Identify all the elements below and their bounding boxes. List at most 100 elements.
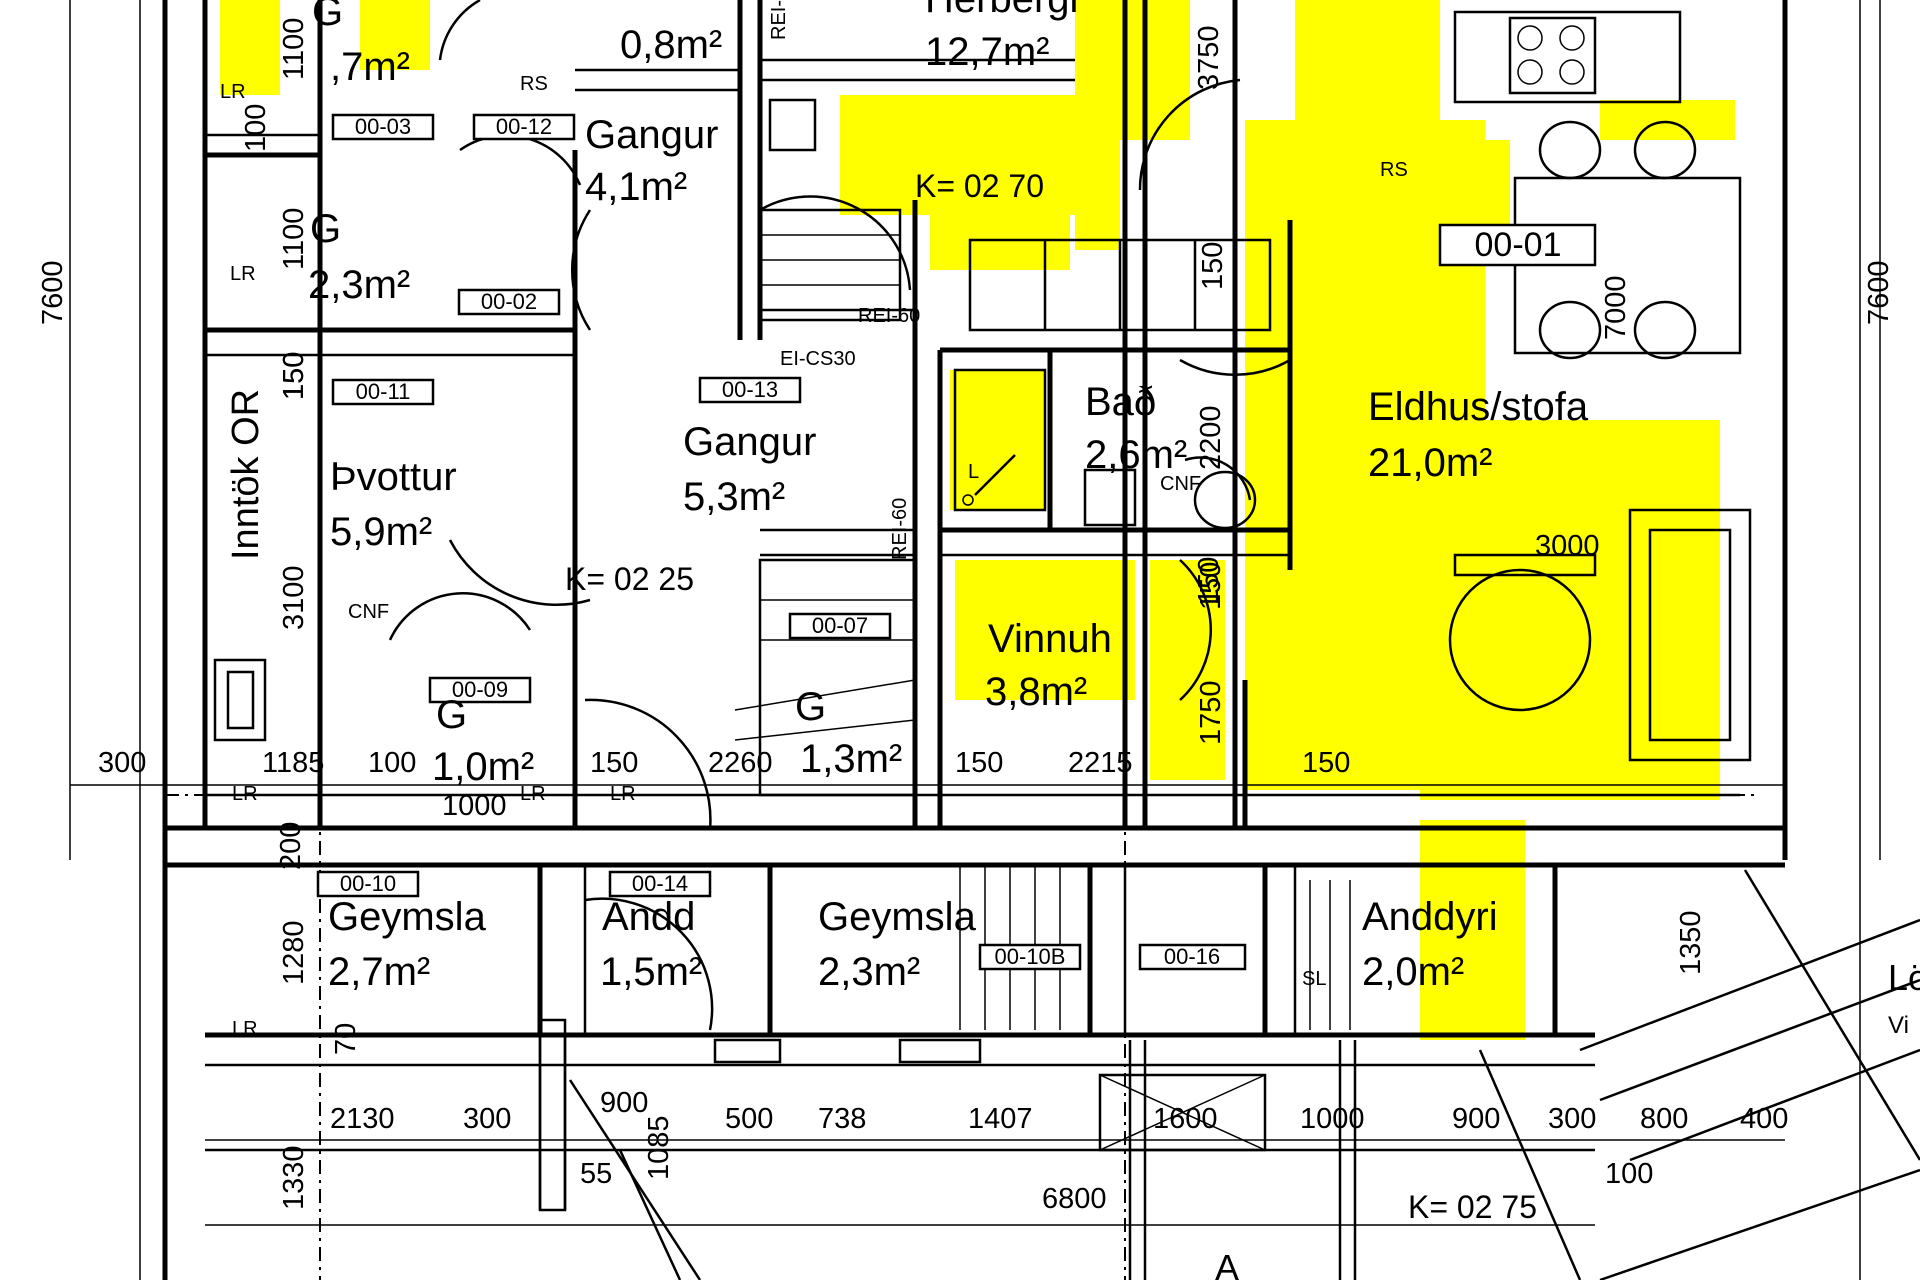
room-area: 3,8m²: [985, 670, 1087, 714]
svg-text:2200: 2200: [1195, 405, 1227, 470]
svg-text:7600: 7600: [1863, 260, 1895, 325]
room-tag: 00-10: [316, 870, 420, 898]
room-name: Andd: [602, 895, 695, 939]
svg-text:1000: 1000: [442, 790, 507, 822]
room-name: Eldhus/stofa: [1368, 385, 1589, 429]
svg-text:150: 150: [955, 747, 1003, 779]
room-name: Anddyri: [1362, 895, 1498, 939]
svg-text:1100: 1100: [278, 208, 310, 270]
room-tag: 00-16: [1138, 943, 1247, 971]
vertical-room-label: Inntök OR: [225, 389, 267, 560]
svg-text:7000: 7000: [1600, 275, 1632, 340]
svg-text:2215: 2215: [1068, 747, 1133, 779]
elevation-label: K= 02 25: [565, 561, 694, 597]
room-area: 12,7m²: [925, 30, 1050, 74]
room-tag: 00-02: [457, 288, 561, 316]
svg-text:150: 150: [1193, 557, 1225, 605]
room-area: ,7m²: [330, 45, 410, 89]
room-area: 1,5m²: [600, 950, 702, 994]
svg-text:1750: 1750: [1195, 680, 1227, 745]
svg-text:1350: 1350: [1675, 910, 1707, 975]
svg-text:00-07: 00-07: [812, 613, 868, 638]
room-name: Vinnuh: [988, 617, 1112, 661]
svg-text:00-01: 00-01: [1475, 226, 1562, 264]
room-tags: 00-03 00-12 00-02 00-01 00-11 00-13 00-0…: [316, 113, 1597, 971]
room-area: 1,0m²: [432, 745, 534, 789]
svg-text:1600: 1600: [1153, 1103, 1218, 1135]
svg-text:900: 900: [600, 1087, 648, 1119]
svg-text:EI-CS30: EI-CS30: [780, 348, 856, 370]
svg-text:L: L: [968, 461, 979, 483]
svg-text:800: 800: [1640, 1103, 1688, 1135]
svg-text:00-09: 00-09: [452, 677, 508, 702]
room-area: 5,9m²: [330, 510, 432, 554]
room-area: 21,0m²: [1368, 441, 1493, 485]
svg-text:3100: 3100: [278, 565, 310, 630]
room-name: G: [312, 0, 343, 34]
svg-text:150: 150: [1302, 747, 1350, 779]
svg-text:150: 150: [590, 747, 638, 779]
grid-lines: [165, 0, 1760, 1280]
room-name: Geymsla: [328, 895, 487, 939]
svg-text:RS: RS: [520, 73, 548, 95]
svg-text:150: 150: [278, 352, 310, 400]
svg-text:CNF: CNF: [1160, 473, 1201, 495]
svg-text:100: 100: [368, 747, 416, 779]
room-area: 2,3m²: [818, 950, 920, 994]
room-name: G: [310, 207, 341, 251]
room-tag: 00-13: [698, 376, 802, 404]
edge-text: Lö Vi A: [1215, 957, 1920, 1280]
svg-text:00-10: 00-10: [340, 871, 396, 896]
room-name: G: [795, 685, 826, 729]
svg-text:00-11: 00-11: [356, 379, 411, 404]
room-tag: 00-10B: [978, 943, 1082, 971]
svg-text:100: 100: [1605, 1158, 1653, 1190]
svg-text:200: 200: [275, 822, 307, 870]
svg-text:150: 150: [1197, 242, 1229, 290]
svg-text:LR: LR: [520, 783, 546, 805]
room-tag: 00-03: [331, 113, 435, 141]
svg-text:300: 300: [463, 1103, 511, 1135]
svg-text:REI-60: REI-60: [858, 305, 920, 327]
svg-text:LR: LR: [232, 1018, 258, 1040]
room-area: 2,7m²: [328, 950, 430, 994]
room-name: Herbergi: [925, 0, 1078, 21]
svg-text:7600: 7600: [37, 260, 69, 325]
svg-text:1085: 1085: [643, 1115, 675, 1180]
svg-text:LR: LR: [230, 263, 256, 285]
room-labels: G ,7m² 0,8m² Herbergi 12,7m² Gangur 4,1m…: [308, 0, 1589, 994]
svg-text:738: 738: [818, 1103, 866, 1135]
vertical-dimensions: 7600 7600 1100 1100 150 3100 1280 1330 3…: [37, 0, 1895, 1210]
svg-text:1185: 1185: [262, 747, 324, 779]
elevation-labels: K= 02 70 K= 02 25 K= 02 75: [565, 168, 1537, 1225]
svg-text:3750: 3750: [1193, 25, 1225, 90]
svg-text:CNF: CNF: [348, 601, 389, 623]
svg-text:Vi: Vi: [1888, 1012, 1909, 1039]
svg-text:00-12: 00-12: [496, 114, 552, 139]
svg-text:2130: 2130: [330, 1103, 395, 1135]
yellow-highlight-areas: [220, 0, 1735, 1040]
svg-text:55: 55: [580, 1158, 612, 1190]
room-name: Geymsla: [818, 895, 977, 939]
svg-text:150: 150: [278, 352, 310, 400]
svg-text:LR: LR: [232, 783, 258, 805]
code-labels: LR LR LR LR LR LR RS RS CNF EI-CS30 REI-…: [220, 0, 1408, 1040]
svg-text:150: 150: [1195, 562, 1227, 610]
svg-text:2260: 2260: [708, 747, 773, 779]
svg-text:300: 300: [98, 747, 146, 779]
svg-text:00-14: 00-14: [632, 871, 688, 896]
svg-text:RS: RS: [1380, 159, 1408, 181]
svg-text:3000: 3000: [1535, 530, 1600, 562]
svg-text:500: 500: [725, 1103, 773, 1135]
room-tag: 00-11: [331, 378, 435, 406]
svg-text:1330: 1330: [278, 1145, 310, 1210]
room-name: Gangur: [585, 113, 718, 157]
svg-text:LR: LR: [610, 783, 636, 805]
room-area: 5,3m²: [683, 475, 785, 519]
svg-text:900: 900: [1452, 1103, 1500, 1135]
svg-text:00-16: 00-16: [1164, 944, 1220, 969]
room-area: 2,6m²: [1085, 433, 1187, 477]
svg-text:1407: 1407: [968, 1103, 1033, 1135]
room-name: Þvottur: [330, 455, 457, 499]
